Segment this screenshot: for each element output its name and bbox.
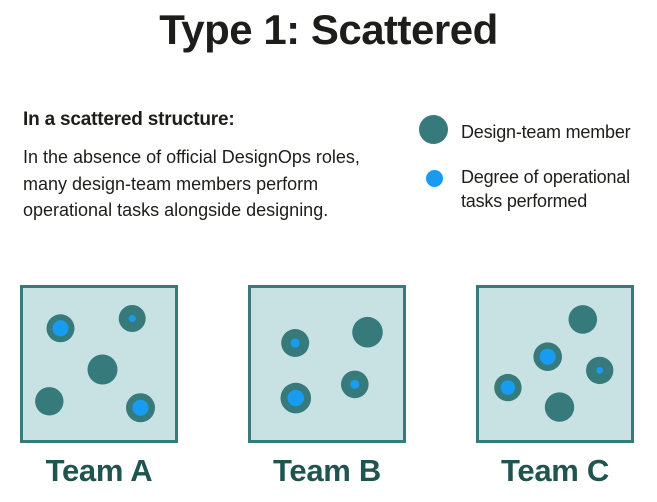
team-c-label: Team C: [501, 453, 609, 488]
team-a-label: Team A: [45, 453, 153, 488]
task-dot: [596, 367, 604, 374]
team-box-rect: [248, 285, 406, 443]
text-line: tasks performed: [461, 191, 588, 211]
team-b-box: [248, 285, 406, 443]
task-dot: [290, 338, 300, 348]
team-c-group: Team C: [476, 285, 634, 488]
team-a-box: [20, 285, 178, 443]
team-c-box: [476, 285, 634, 443]
page-title: Type 1: Scattered: [159, 6, 498, 53]
team-b-label: Team B: [273, 453, 381, 488]
task-dot: [132, 399, 149, 416]
task-dot: [287, 389, 304, 407]
team-a-group: Team A: [20, 285, 178, 488]
description-block: In a scattered structure: In the absence…: [23, 108, 393, 224]
text-line: operational tasks alongside designing.: [23, 200, 329, 220]
task-dot: [539, 348, 556, 365]
task-dot: [500, 380, 516, 395]
member-circle: [87, 354, 118, 385]
text-line: Degree of operational: [461, 167, 630, 187]
design-team-member-icon: [419, 115, 448, 144]
task-dot: [128, 314, 136, 323]
text-line: Design-team member: [461, 122, 631, 142]
member-circle: [352, 316, 383, 348]
operational-task-dot-icon: [426, 170, 443, 187]
task-dot: [52, 320, 69, 337]
text-line: many design-team members perform: [23, 173, 319, 194]
description-body: In the absence of official DesignOps rol…: [23, 144, 393, 224]
legend-label-degree: Degree of operational tasks performed: [461, 165, 630, 213]
legend-label-member: Design-team member: [461, 121, 631, 143]
team-b-group: Team B: [248, 285, 406, 488]
member-circle: [568, 305, 598, 334]
task-dot: [350, 379, 360, 389]
description-heading: In a scattered structure:: [23, 109, 235, 130]
member-circle: [35, 387, 64, 416]
member-circle: [544, 392, 575, 422]
text-line: In the absence of official DesignOps rol…: [23, 147, 360, 167]
